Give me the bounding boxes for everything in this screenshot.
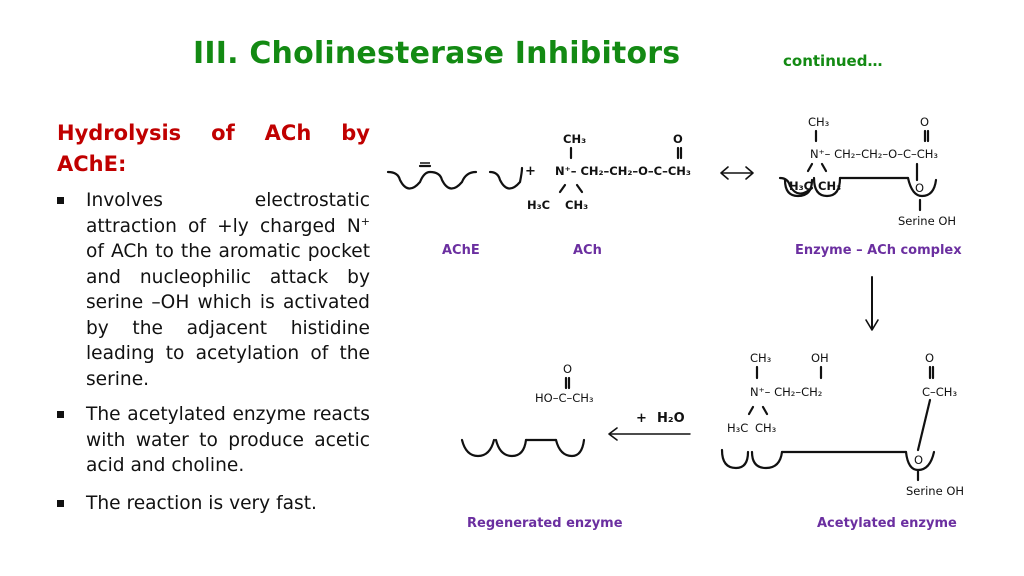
water-label: H₂O	[657, 411, 685, 426]
complex-o-serine: O	[915, 181, 924, 195]
regenerated-enzyme-shape	[460, 438, 586, 458]
arrow-heads	[608, 166, 879, 441]
acetylated-h3c: H₃C	[727, 421, 748, 435]
ach-h3c: H₃C	[527, 198, 550, 212]
complex-ch3: CH₃	[818, 179, 841, 193]
plus-sign-water: +	[636, 411, 647, 426]
down-arrow-icon	[865, 319, 879, 331]
ach-label: ACh	[573, 243, 602, 258]
double-arrow-right-icon	[745, 166, 754, 180]
acetylated-chain: N⁺– CH₂–CH₂	[750, 385, 822, 399]
bullet-item: The acetylated enzyme reacts with water …	[57, 402, 370, 479]
complex-h3c: H₃C	[789, 179, 812, 193]
ach-chain: N⁺– CH₂–CH₂–O–C–CH₃	[555, 164, 691, 178]
serine-oh-label-bottom: Serine OH	[906, 484, 964, 498]
section-heading: Hydrolysis of ACh by AChE:	[57, 121, 370, 176]
acetylated-c-ch3: C–CH₃	[922, 385, 957, 399]
complex-ch3-top: CH₃	[808, 115, 830, 129]
acetylated-oh-top: OH	[811, 351, 829, 365]
square-bullet-icon	[57, 197, 64, 204]
complex-o-top: O	[920, 115, 929, 129]
ach-ch3-top: CH₃	[563, 132, 586, 146]
left-arrow-icon	[608, 427, 618, 441]
bullet-item: The reaction is very fast.	[57, 491, 370, 517]
ache-enzyme-shape	[386, 164, 524, 190]
square-bullet-icon	[57, 411, 64, 418]
acetylated-enzyme-shape	[720, 448, 936, 472]
acetylated-ch3-top: CH₃	[750, 351, 772, 365]
acetylated-ch3-bottom: CH₃	[755, 421, 777, 435]
acetylated-o-serine: O	[914, 453, 923, 467]
plus-sign-ach: +	[525, 164, 536, 179]
square-bullet-icon	[57, 499, 64, 507]
bullet-list: Involves electrostatic attraction of +ly…	[57, 188, 370, 516]
acetic-acid-chain: HO–C–CH₃	[535, 391, 594, 405]
continued-label: continued…	[783, 52, 883, 70]
complex-label: Enzyme – ACh complex	[795, 243, 962, 258]
ach-ch3-bottom: CH₃	[565, 198, 588, 212]
text-panel: Hydrolysis of ACh by AChE: Involves elec…	[57, 118, 370, 526]
regenerated-enzyme-label: Regenerated enzyme	[467, 516, 623, 531]
serine-oh-label-top: Serine OH	[898, 214, 956, 228]
ach-o-top: O	[673, 132, 683, 146]
double-arrow-left-icon	[720, 166, 729, 180]
bullet-item: Involves electrostatic attraction of +ly…	[57, 188, 370, 392]
acetylated-o-top: O	[925, 351, 934, 365]
ache-label: AChE	[442, 243, 480, 258]
acetylated-enzyme-label: Acetylated enzyme	[817, 516, 957, 531]
acetic-o-top: O	[563, 362, 572, 376]
complex-enzyme-shape	[778, 176, 938, 198]
complex-chain: N⁺– CH₂–CH₂–O–C–CH₃	[810, 147, 938, 161]
slide-title: III. Cholinesterase Inhibitors	[193, 36, 681, 71]
